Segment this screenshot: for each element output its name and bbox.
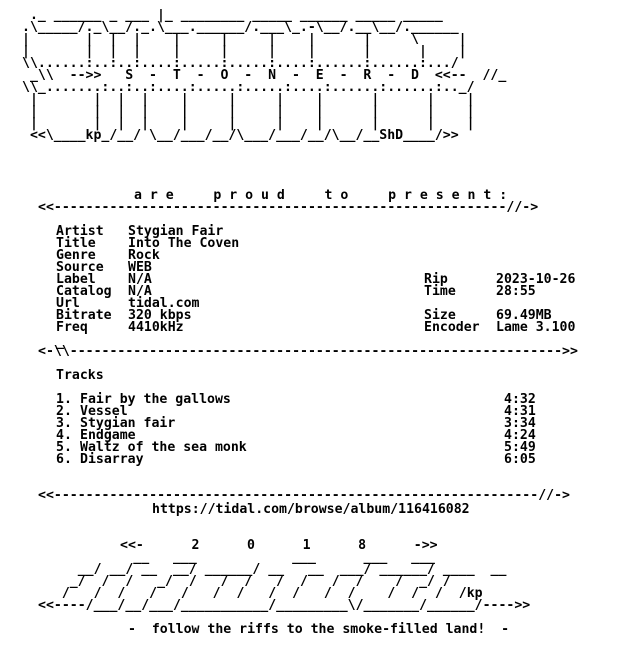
time-value: 28:55 — [496, 284, 536, 299]
track-title: Waltz of the sea monk — [80, 440, 247, 455]
source-label: Source — [56, 260, 104, 275]
source-value: WEB — [128, 260, 152, 275]
track-title: Disarray — [80, 452, 144, 467]
track-length: 4:24 — [504, 428, 536, 443]
track-title: Endgame — [80, 428, 136, 443]
url-label: Url — [56, 296, 80, 311]
bottom-ascii-banner: __ ___ ___ ___ ___ __/ __/ __ __/ ______… — [38, 550, 531, 613]
track-title: Fair by the gallows — [80, 392, 231, 407]
track-length: 6:05 — [504, 452, 536, 467]
year-line: <<- 2 0 1 8 ->> — [120, 538, 438, 553]
divider-top: <<--------------------------------------… — [38, 200, 539, 215]
rip-label: Rip — [424, 272, 448, 287]
artist-label: Artist — [56, 224, 104, 239]
catalog-label: Catalog — [56, 284, 112, 299]
present-line: a r e p r o u d t o p r e s e n t : — [134, 188, 508, 203]
freq-value: 4410kHz — [128, 320, 184, 335]
album-url-link[interactable]: https://tidal.com/browse/album/116416082 — [152, 502, 470, 517]
track-number: 1. — [56, 392, 72, 407]
size-label: Size — [424, 308, 456, 323]
track-length: 4:32 — [504, 392, 536, 407]
divider-bottom: <<--------------------------------------… — [38, 488, 570, 503]
freq-label: Freq — [56, 320, 88, 335]
tracks-heading: Tracks — [56, 368, 104, 383]
title-value: Into The Coven — [128, 236, 240, 251]
bitrate-label: Bitrate — [56, 308, 112, 323]
track-number: 3. — [56, 416, 72, 431]
track-title: Vessel — [80, 404, 128, 419]
artist-value: Stygian Fair — [128, 224, 224, 239]
catalog-value: N/A — [128, 284, 152, 299]
track-number: 6. — [56, 452, 72, 467]
url-value: tidal.com — [128, 296, 200, 311]
bitrate-value: 320 kbps — [128, 308, 192, 323]
genre-label: Genre — [56, 248, 96, 263]
encoder-value: Lame 3.100 — [496, 320, 576, 335]
encoder-label: Encoder — [424, 320, 480, 335]
rip-value: 2023-10-26 — [496, 272, 576, 287]
track-number: 4. — [56, 428, 72, 443]
divider-mid: <-\\------------------------------------… — [38, 344, 578, 359]
track-title: Stygian fair — [80, 416, 176, 431]
divider-mid-mark: _ — [56, 335, 64, 350]
label-label: Label — [56, 272, 96, 287]
title-label: Title — [56, 236, 96, 251]
footer-tagline: - follow the riffs to the smoke-filled l… — [128, 622, 510, 637]
time-label: Time — [424, 284, 456, 299]
track-length: 4:31 — [504, 404, 536, 419]
genre-value: Rock — [128, 248, 160, 263]
track-number: 2. — [56, 404, 72, 419]
top-ascii-banner: ._ ______ _ ___ |_ ________ _____ ______… — [22, 8, 507, 143]
track-length: 3:34 — [504, 416, 536, 431]
size-value: 69.49MB — [496, 308, 552, 323]
track-number: 5. — [56, 440, 72, 455]
label-value: N/A — [128, 272, 152, 287]
track-length: 5:49 — [504, 440, 536, 455]
